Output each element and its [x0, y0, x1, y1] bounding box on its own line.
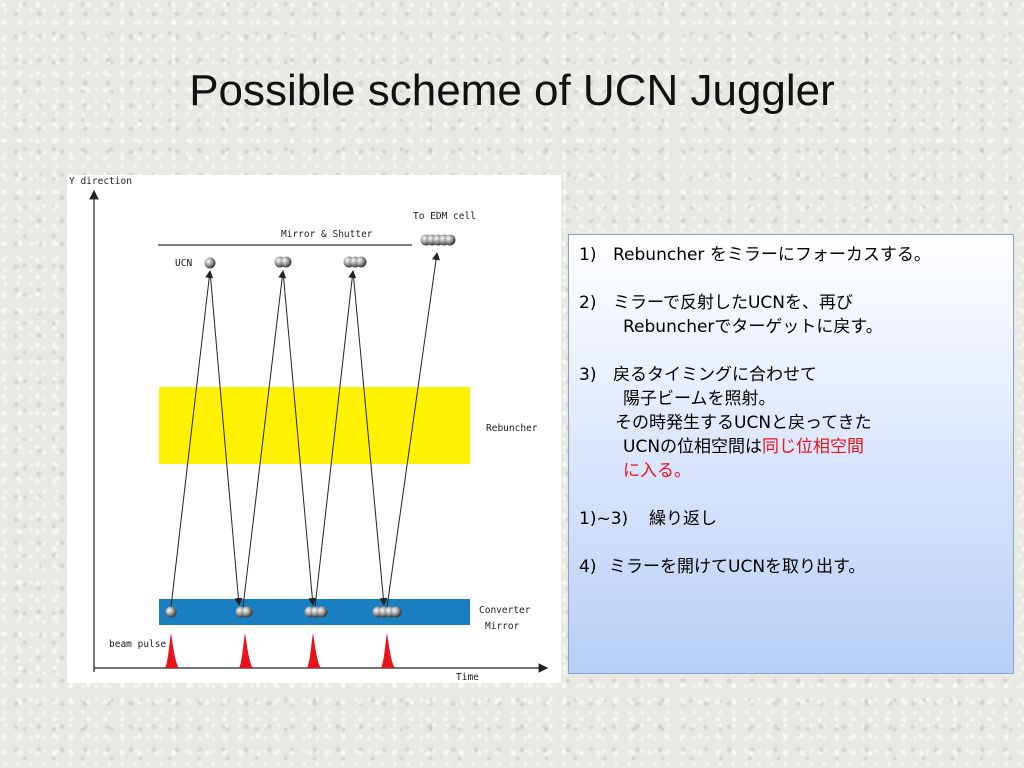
beam-pulse — [307, 633, 321, 668]
beam-pulse — [239, 633, 253, 668]
mirror-shutter-label: Mirror & Shutter — [281, 229, 373, 240]
step-text: 繰り返し — [649, 509, 717, 529]
step-3-line-2: 陽子ビームを照射。 — [623, 389, 776, 409]
ucn-ball — [390, 606, 402, 618]
ucn-ball — [355, 256, 367, 268]
trajectory-line — [170, 270, 214, 608]
y-axis-label: Y direction — [69, 176, 132, 187]
step-text: 戻るタイミングに合わせて — [613, 365, 817, 385]
trajectory-line — [209, 270, 243, 606]
step-3-line-3: その時発生するUCNと戻ってきた — [615, 413, 872, 433]
trajectory-line — [242, 270, 287, 608]
step-3: 3) 戻るタイミングに合わせて — [579, 363, 1013, 387]
step-3-line-5: に入る。 — [623, 461, 691, 481]
slide-title: Possible scheme of UCN Juggler — [189, 66, 835, 115]
step-text: ミラーで反射したUCNを、再び — [613, 293, 854, 313]
ucn-group-converter — [165, 606, 402, 618]
step-number: 4) — [579, 557, 597, 577]
x-axis-label: Time — [456, 672, 479, 683]
step-number: 2) — [579, 293, 597, 313]
trajectory-line — [282, 270, 317, 606]
rebuncher-band — [159, 387, 470, 464]
ucn-ball — [204, 257, 216, 269]
ucn-trajectories — [170, 252, 440, 608]
beam-pulse — [165, 633, 179, 668]
diagram-svg: Y direction Time Mirror & Shutter To EDM… — [69, 176, 549, 683]
repeat-step: 1)~3) 繰り返し — [579, 507, 1013, 531]
step-2: 2) ミラーで反射したUCNを、再び — [579, 291, 1013, 315]
ucn-ball — [316, 606, 328, 618]
trajectory-line — [314, 270, 357, 608]
ucn-label: UCN — [175, 258, 192, 269]
edm-cell-label: To EDM cell — [413, 211, 476, 222]
rebuncher-label: Rebuncher — [486, 423, 538, 434]
ucn-ball — [280, 256, 292, 268]
step-number: 3) — [579, 365, 597, 385]
explanation-box: 1) Rebuncher をミラーにフォーカスする。 2) ミラーで反射したUCNを… — [568, 234, 1014, 674]
mirror-label: Mirror — [485, 621, 520, 632]
step-number: 1) — [579, 245, 597, 265]
beam-pulse-label: beam pulse — [109, 639, 166, 650]
beam-pulse — [381, 633, 395, 668]
step-text: Rebuncher をミラーにフォーカスする。 — [613, 245, 931, 265]
ucn-juggler-diagram: Y direction Time Mirror & Shutter To EDM… — [67, 175, 561, 683]
step-4: 4) ミラーを開けてUCNを取り出す。 — [579, 555, 1013, 579]
step-2-line-2: Rebuncherでターゲットに戻す。 — [623, 317, 883, 337]
ucn-group-top — [204, 234, 456, 269]
ucn-ball — [241, 606, 253, 618]
trajectory-line — [352, 270, 388, 606]
step-1: 1) Rebuncher をミラーにフォーカスする。 — [579, 243, 1013, 267]
highlight-text: 同じ位相空間 — [762, 437, 865, 457]
converter-label: Converter — [479, 605, 531, 616]
step-number: 1)~3) — [579, 509, 629, 529]
trajectory-line — [386, 252, 440, 608]
ucn-ball — [444, 234, 456, 246]
ucn-ball — [165, 606, 177, 618]
step-text: UCNの位相空間は — [623, 437, 763, 457]
step-text: ミラーを開けてUCNを取り出す。 — [609, 557, 866, 577]
step-3-line-4: UCNの位相空間は同じ位相空間 — [579, 435, 1013, 459]
